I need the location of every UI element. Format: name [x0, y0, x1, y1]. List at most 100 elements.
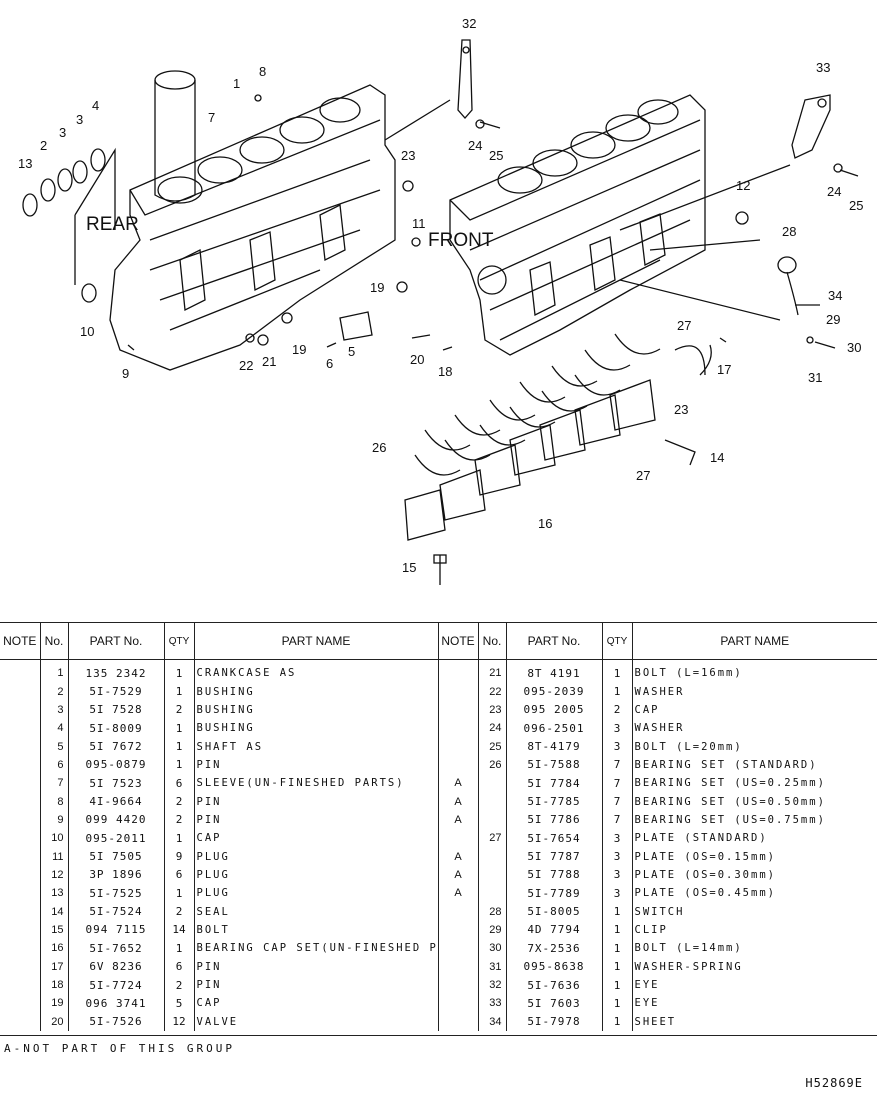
cell-no: 26: [478, 755, 507, 775]
cell-qty: 1: [164, 719, 195, 738]
cell-no: [478, 865, 507, 885]
cell-note: A: [438, 865, 479, 885]
cell-name: PIN: [194, 792, 439, 811]
callout: 19: [292, 342, 306, 357]
cylinder-bore: [497, 166, 543, 194]
cylinder-bore: [605, 114, 651, 142]
callout: 31: [808, 370, 822, 385]
cylinder-sleeve: [154, 80, 196, 202]
cell-part-no: 096-2501: [506, 719, 603, 738]
cell-part-no: 5I-7588: [506, 755, 603, 775]
exploded-parts-diagram: REAR FRONT 13 2 3 3 4 7 1 8 32 24 25 23 …: [18, 16, 863, 585]
cylinder-sleeve-top: [154, 70, 196, 90]
cell-qty: 2: [164, 975, 195, 995]
cell-no: 19: [40, 994, 69, 1013]
callout: 25: [849, 198, 863, 213]
cell-name: BOLT (L=16mm): [634, 667, 743, 680]
cell-qty: 3: [602, 884, 633, 903]
cell-part-no: 5I 7788: [506, 865, 603, 885]
header-part-name: PART NAME: [194, 622, 439, 660]
cell-no: 14: [40, 902, 69, 921]
cell-part-no: 095-2039: [506, 682, 603, 701]
cell-note: [0, 737, 41, 756]
page-footer: A-NOT PART OF THIS GROUP H52869E: [0, 1035, 877, 1090]
cell-qty: 1: [602, 994, 633, 1013]
cell-qty: 1: [602, 682, 633, 701]
cell-note: [438, 975, 479, 995]
callout: 9: [122, 366, 129, 381]
cell-note: [0, 865, 41, 885]
callout-numbers: 13 2 3 3 4 7 1 8 32 24 25 23 11 33 24 25…: [18, 16, 863, 575]
cell-part-no: 135 2342: [68, 659, 165, 683]
cell-no: 1: [40, 659, 69, 683]
eye-bracket-32: [457, 39, 473, 119]
cell-name: PLUG: [194, 847, 439, 866]
parts-list: NOTE No. PART No. QTY PART NAME NOTE No.…: [0, 622, 877, 1031]
cell-note: [0, 810, 41, 830]
pins: [127, 334, 727, 351]
rear-crankcase-bosses: [179, 204, 346, 312]
cell-name: CRANKCASE AS: [194, 659, 439, 683]
cell-name: WASHER: [634, 722, 685, 735]
front-crankcase-bosses: [529, 213, 666, 316]
cell-part-no: 095-8638: [506, 957, 603, 976]
cap-23: [402, 180, 414, 192]
plug-12: [735, 211, 749, 225]
cell-no: 8: [40, 792, 69, 811]
callout: 20: [410, 352, 424, 367]
cell-qty: 7: [602, 810, 633, 830]
callout: 34: [828, 288, 842, 303]
eye-hole: [462, 46, 470, 54]
front-crankcase-outline: [449, 94, 706, 356]
table-header-row: NOTE No. PART No. QTY PART NAME NOTE No.…: [0, 622, 877, 660]
cell-part-no: 5I-7785: [506, 792, 603, 811]
cell-note: [438, 939, 479, 958]
cell-note: [0, 719, 41, 738]
cell-part-no: 4D 7794: [506, 920, 603, 940]
cell-qty: 3: [602, 719, 633, 738]
cell-note: [0, 659, 41, 683]
callout: 23: [674, 402, 688, 417]
cell-no: 18: [40, 975, 69, 995]
shaft-5: [339, 311, 373, 341]
rear-crankcase-ribs: [149, 159, 381, 331]
cell-qty: 14: [164, 920, 195, 940]
cell-qty: 3: [602, 829, 633, 848]
cell-no: 24: [478, 719, 507, 738]
cell-qty: 2: [164, 700, 195, 720]
front-label: FRONT: [428, 230, 494, 251]
cell-no: [478, 810, 507, 830]
callout: 7: [208, 110, 215, 125]
cell-qty: 7: [602, 755, 633, 775]
cell-note: [438, 659, 479, 683]
cell-name: EYE: [634, 979, 660, 992]
cell-name: BEARING SET (US=0.50mm): [634, 795, 826, 808]
cell-note: [438, 737, 479, 756]
cell-part-no: 5I-7654: [506, 829, 603, 848]
cylinder-bore: [197, 156, 243, 184]
callout: 8: [259, 64, 266, 79]
cylinder-bore: [279, 116, 325, 144]
cell-note: [0, 994, 41, 1013]
cell-part-no: 5I-7524: [68, 902, 165, 921]
cell-no: 34: [478, 1012, 507, 1031]
callout: 22: [239, 358, 253, 373]
cell-name: CLIP: [634, 923, 668, 936]
cell-part-no: 5I-8005: [506, 902, 603, 921]
cell-no: 17: [40, 957, 69, 976]
oil-switch: [777, 256, 797, 274]
leader-lines: [384, 99, 791, 321]
callout: 26: [372, 440, 386, 455]
cell-part-no: 5I 7505: [68, 847, 165, 866]
drawing-code: H52869E: [805, 1076, 863, 1090]
cell-qty: 7: [602, 792, 633, 811]
cell-part-no: 5I 7784: [506, 774, 603, 793]
cell-name: BUSHING: [194, 700, 439, 720]
cell-qty: 1: [602, 939, 633, 958]
cell-note: [438, 719, 479, 738]
